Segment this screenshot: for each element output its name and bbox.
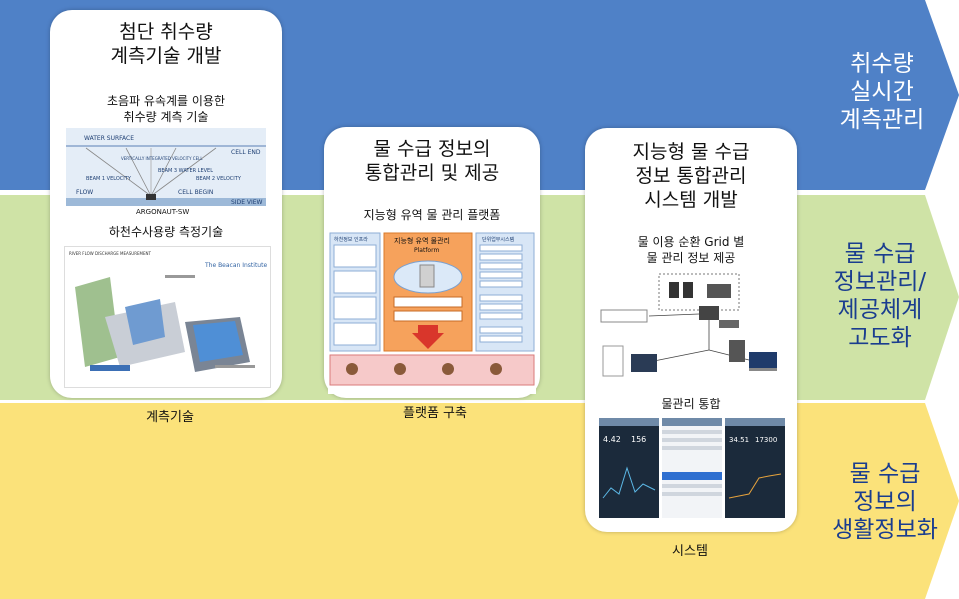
- band-arrow-shape: [0, 403, 959, 599]
- card-title-line: 지능형 물 수급: [632, 141, 750, 163]
- mobile-app-screens: 4.42 156 34.51 17300: [599, 418, 785, 518]
- platform-diagram-svg: 하천정보 인프라 지능형 유역 물관리 Platform 단위업무시스템: [329, 232, 535, 386]
- ultrasonic-diagram-svg: WATER SURFACE CELL END VERTICALLY INTEGR…: [66, 128, 266, 216]
- left-header: 하천정보 인프라: [334, 236, 368, 243]
- card-title: 물 수급 정보의 통합관리 및 제공: [324, 137, 540, 185]
- band-label-life: 물 수급 정보의 생활정보화: [820, 460, 950, 544]
- phone3-value-1: 34.51: [729, 436, 749, 444]
- label-side-view: SIDE VIEW: [231, 199, 263, 206]
- label-cell-begin: CELL BEGIN: [178, 189, 213, 196]
- card-title-line: 정보 통합관리: [635, 165, 747, 187]
- card-title-line: 시스템 개발: [644, 189, 738, 211]
- band-label-line: 정보의: [853, 489, 917, 515]
- band-label-line: 물 수급: [849, 461, 921, 487]
- center-title: 지능형 유역 물관리: [394, 236, 450, 245]
- river-flow-illustration: RIVER FLOW DISCHARGE MEASUREMENT The Bea…: [64, 246, 271, 388]
- label-argonaut: ARGONAUT-SW: [136, 208, 189, 216]
- band-label-line: 실시간: [850, 79, 914, 105]
- card-subtitle-2: 하천수사용량 측정기술: [108, 225, 224, 239]
- label-beam1: BEAM 1 VELOCITY: [86, 176, 132, 182]
- band-life-information: [0, 403, 959, 599]
- card-title-line: 물 수급 정보의: [373, 138, 491, 160]
- card-integrated-system: 지능형 물 수급 정보 통합관리 시스템 개발 물 이용 순환 Grid 별 물…: [585, 128, 797, 532]
- card-subtitle-line: 물 이용 순환 Grid 별: [637, 235, 745, 249]
- grid-network-diagram: [599, 270, 783, 388]
- card-subtitle: 물 이용 순환 Grid 별 물 관리 정보 제공: [585, 234, 797, 266]
- fig-brand: The Beacan Institute: [204, 262, 267, 269]
- platform-diagram: 하천정보 인프라 지능형 유역 물관리 Platform 단위업무시스템: [328, 229, 536, 394]
- card-subtitle: 지능형 유역 물 관리 플랫폼: [324, 207, 540, 223]
- band-label-line: 취수량: [850, 51, 914, 77]
- band-label-line: 생활정보화: [832, 517, 938, 543]
- mobile-app-svg: 4.42 156 34.51 17300: [599, 418, 785, 518]
- card-title: 지능형 물 수급 정보 통합관리 시스템 개발: [585, 140, 797, 212]
- label-cell-end: CELL END: [231, 149, 261, 156]
- band-label-line: 계측관리: [839, 107, 925, 133]
- label-water-surface: WATER SURFACE: [84, 135, 134, 142]
- phone1-value-1: 4.42: [603, 435, 621, 444]
- band-label-realtime: 취수량 실시간 계측관리: [822, 50, 942, 134]
- card-subtitle-line: 취수량 계측 기술: [123, 110, 209, 124]
- fig-header: RIVER FLOW DISCHARGE MEASUREMENT: [69, 251, 152, 256]
- card-title-line: 첨단 취수량: [119, 21, 213, 43]
- grid-network-svg: [600, 273, 777, 377]
- center-sub: Platform: [414, 247, 439, 254]
- card-title-line: 통합관리 및 제공: [364, 162, 500, 184]
- label-beam2: BEAM 2 VELOCITY: [196, 176, 242, 182]
- card-subtitle-line: 지능형 유역 물 관리 플랫폼: [363, 208, 501, 222]
- phone1-value-2: 156: [631, 435, 646, 444]
- card-title: 첨단 취수량 계측기술 개발: [50, 20, 282, 68]
- label-flow: FLOW: [76, 189, 93, 196]
- card-title-line: 계측기술 개발: [110, 45, 222, 67]
- card-subtitle-2: 물관리 통합: [661, 397, 721, 411]
- caption-platform: 플랫폼 구축: [403, 406, 467, 421]
- caption-system: 시스템: [672, 544, 708, 559]
- label-beam3: BEAM 3 WATER LEVEL: [158, 168, 213, 174]
- card-subtitle-line: 물 관리 정보 제공: [646, 251, 736, 265]
- card-subtitle-line: 초음파 유속계를 이용한: [106, 94, 226, 108]
- band-label-info: 물 수급 정보관리/ 제공체계 고도화: [815, 240, 945, 352]
- card-subtitle: 초음파 유속계를 이용한 취수량 계측 기술: [50, 93, 282, 125]
- label-velocity-cell: VERTICALLY INTEGRATED VELOCITY CELL: [121, 156, 203, 161]
- caption-measurement: 계측기술: [146, 410, 194, 425]
- card-integrated-platform: 물 수급 정보의 통합관리 및 제공 지능형 유역 물 관리 플랫폼 하천정보 …: [324, 127, 540, 398]
- band-label-line: 고도화: [848, 325, 912, 351]
- ultrasonic-meter-diagram: WATER SURFACE CELL END VERTICALLY INTEGR…: [66, 128, 266, 216]
- band-label-line: 제공체계: [837, 297, 923, 323]
- card-measurement-tech: 첨단 취수량 계측기술 개발 초음파 유속계를 이용한 취수량 계측 기술 WA…: [50, 10, 282, 398]
- right-header: 단위업무시스템: [482, 236, 515, 243]
- band-label-line: 정보관리/: [833, 269, 927, 295]
- band-label-line: 물 수급: [844, 241, 916, 267]
- phone3-value-2: 17300: [755, 436, 777, 444]
- river-flow-svg: RIVER FLOW DISCHARGE MEASUREMENT The Bea…: [69, 251, 267, 372]
